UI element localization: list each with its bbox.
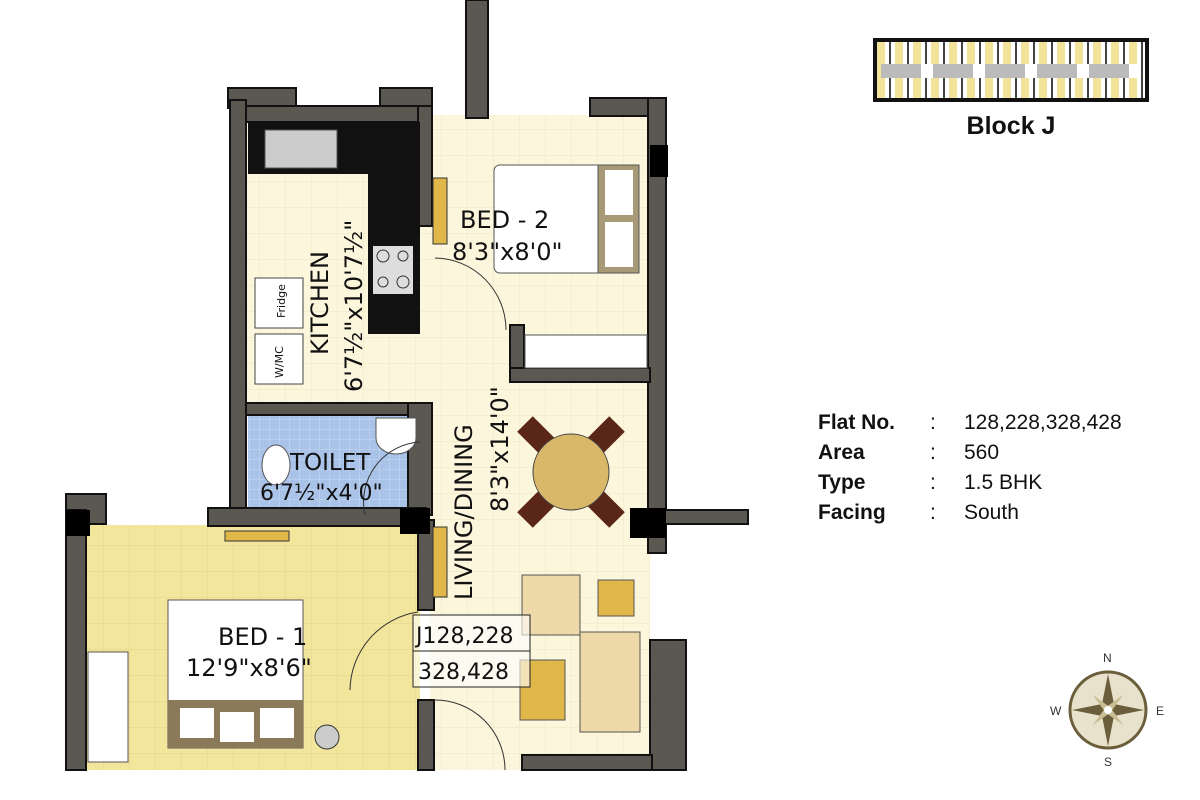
compass-e: E — [1156, 704, 1164, 718]
key-plan-title: Block J — [966, 112, 1056, 140]
bed2-door-swing — [434, 257, 507, 331]
bed2-wardrobe — [524, 334, 648, 369]
dining-set — [517, 416, 625, 528]
compass-s: S — [1104, 755, 1112, 768]
info-row-flat-no: Flat No.: 128,228,328,428 — [818, 408, 1122, 438]
kitchen-counter-side — [368, 122, 420, 334]
fridge-label: Fridge — [275, 284, 288, 318]
info-key: Area — [818, 441, 865, 464]
info-row-facing: Facing: South — [818, 498, 1122, 528]
flat-info-table: Flat No.: 128,228,328,428 Area: 560 Type: 1… — [818, 408, 1122, 528]
window — [432, 177, 448, 245]
bed1-label: BED - 1 — [218, 623, 307, 651]
fridge — [254, 277, 304, 329]
compass-w: W — [1050, 704, 1062, 718]
sink — [264, 129, 338, 169]
toilet-label: TOILET — [289, 450, 371, 476]
wc — [261, 444, 291, 486]
info-sep: : — [930, 471, 936, 494]
info-row-type: Type: 1.5 BHK — [818, 468, 1122, 498]
living-label: LIVING/DINING — [450, 424, 478, 600]
unit-tag-line1: J128,228 — [414, 624, 513, 649]
bed2-label: BED - 2 — [460, 206, 549, 234]
info-row-area: Area: 560 — [818, 438, 1122, 468]
info-value: 1.5 BHK — [964, 471, 1043, 494]
info-sep: : — [930, 411, 936, 434]
info-sep: : — [930, 501, 936, 524]
info-key: Facing — [818, 501, 886, 524]
kitchen-label: KITCHEN — [306, 251, 334, 355]
living-size: 8'3"x14'0" — [486, 386, 514, 512]
info-value: 560 — [964, 441, 1000, 464]
bed1-wardrobe — [87, 651, 129, 763]
bed1-door-swing — [349, 611, 419, 691]
washing-machine — [254, 333, 304, 385]
info-key: Type — [818, 471, 866, 494]
compass-rose-icon: N S W E — [1050, 651, 1164, 768]
unit-tag-line2: 328,428 — [418, 660, 509, 685]
toilet-door-swing — [363, 441, 421, 516]
bed1-size: 12'9"x8'6" — [186, 654, 312, 682]
toilet-size: 6'7½"x4'0" — [260, 481, 383, 506]
entry-door-swing — [433, 699, 506, 771]
info-value: 128,228,328,428 — [964, 411, 1122, 434]
key-plan-image — [873, 38, 1149, 102]
compass-n: N — [1103, 651, 1112, 665]
walls — [65, 0, 749, 771]
bed2-size: 8'3"x8'0" — [452, 238, 563, 266]
info-value: South — [964, 501, 1019, 524]
wmc-label: W/MC — [273, 346, 286, 378]
info-key: Flat No. — [818, 411, 895, 434]
info-sep: : — [930, 441, 936, 464]
kitchen-size: 6'7½"x10'7½" — [340, 220, 368, 392]
